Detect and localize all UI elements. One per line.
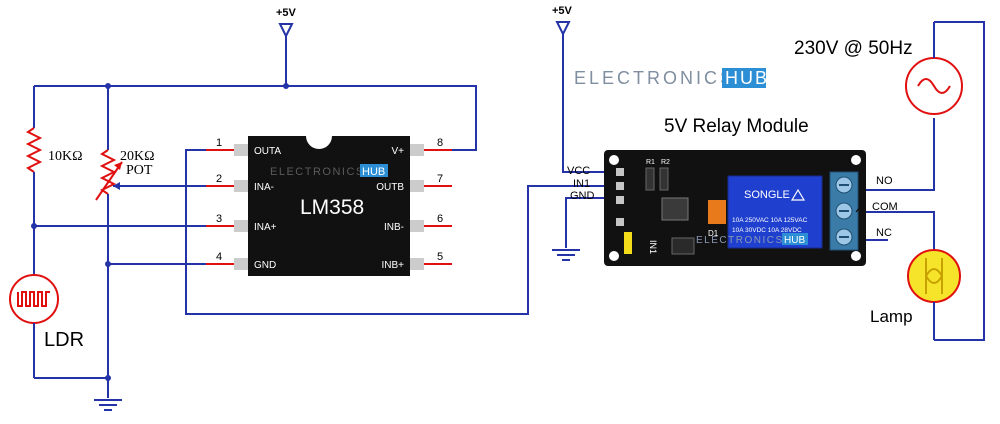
resistor-label: 10KΩ xyxy=(48,149,83,164)
pin-name: INA+ xyxy=(254,222,277,233)
relay-spec-1: 10A 250VAC 10A 125VAC xyxy=(732,217,808,224)
lamp-bulb xyxy=(907,249,961,303)
relay-r2-label: R2 xyxy=(661,159,670,166)
relay-in1-label: IN1 xyxy=(648,240,658,254)
pin-number: 6 xyxy=(437,213,443,225)
watermark-logo: ELECTRONICS HUB xyxy=(574,68,769,88)
pin-number: 7 xyxy=(437,173,443,185)
supply-arrow-icon xyxy=(278,23,294,39)
pot-type-label: POT xyxy=(126,163,153,178)
relay-watermark: ELECTRONICS xyxy=(696,235,784,246)
ground-right-icon xyxy=(552,249,580,261)
supply-left: +5V xyxy=(276,7,297,86)
pin-name: GND xyxy=(254,260,276,271)
supply-right-label: +5V xyxy=(552,5,573,17)
watermark-accent: HUB xyxy=(725,68,769,88)
pin-name: INB+ xyxy=(381,260,404,271)
relay-output-label: COM xyxy=(872,201,898,213)
pin-name: INB- xyxy=(384,222,404,233)
pin-number: 3 xyxy=(216,213,222,225)
ic-notch xyxy=(306,136,332,149)
pot-arrow xyxy=(95,161,123,201)
relay-output-label: NC xyxy=(876,227,892,239)
relay-output-label: NO xyxy=(876,175,893,187)
potentiometer: 20KΩ POT xyxy=(95,86,155,378)
relay-watermark-accent: HUB xyxy=(784,235,805,246)
pin-name: OUTA xyxy=(254,146,281,157)
ldr-label: LDR xyxy=(44,329,84,351)
ac-source: 230V @ 50Hz xyxy=(794,21,985,341)
pin-name: INA- xyxy=(254,182,274,193)
ic-watermark: ELECTRONICS xyxy=(270,166,365,178)
pin-number: 5 xyxy=(437,251,443,263)
relay-module-board: R1 R2 D1 IN1 SONGLE 10A 250VAC 10A 125VA… xyxy=(604,150,866,266)
lm358-ic: 1 2 3 4 8 7 6 5 OUTA INA- INA+ GND V+ OU… xyxy=(206,136,452,276)
relay-brand: SONGLE xyxy=(744,189,790,201)
relay-module-title: 5V Relay Module xyxy=(664,116,809,137)
ic-name: LM358 xyxy=(300,196,364,219)
relay-spec-2: 10A 30VDC 10A 28VDC xyxy=(732,227,802,234)
relay-d1-label: D1 xyxy=(708,229,719,238)
lamp: Lamp xyxy=(870,249,961,340)
supply-left-label: +5V xyxy=(276,7,297,19)
ic-watermark-accent: HUB xyxy=(362,166,385,178)
mains-label: 230V @ 50Hz xyxy=(794,38,913,59)
pin-number: 4 xyxy=(216,251,222,263)
pot-value-label: 20KΩ xyxy=(120,149,155,164)
pin-name: V+ xyxy=(391,146,404,157)
relay-input-label: IN1 xyxy=(573,178,590,190)
relay-r1-label: R1 xyxy=(646,159,655,166)
pin-name: OUTB xyxy=(376,182,404,193)
resistor-10k: 10KΩ xyxy=(25,86,83,226)
ground-left-icon xyxy=(94,399,122,411)
top-rail-wire xyxy=(34,85,477,151)
pin-number: 1 xyxy=(216,137,222,149)
watermark-text: ELECTRONICS xyxy=(574,68,735,88)
lamp-label: Lamp xyxy=(870,307,913,326)
relay-input-label: VCC xyxy=(567,165,590,177)
relay-input-label: GND xyxy=(570,190,595,202)
pin-number: 2 xyxy=(216,173,222,185)
supply-arrow-icon xyxy=(555,21,571,37)
pin-number: 8 xyxy=(437,137,443,149)
ldr: LDR xyxy=(9,274,84,378)
output-to-relay-wire xyxy=(185,149,606,315)
supply-right: +5V xyxy=(552,5,606,173)
